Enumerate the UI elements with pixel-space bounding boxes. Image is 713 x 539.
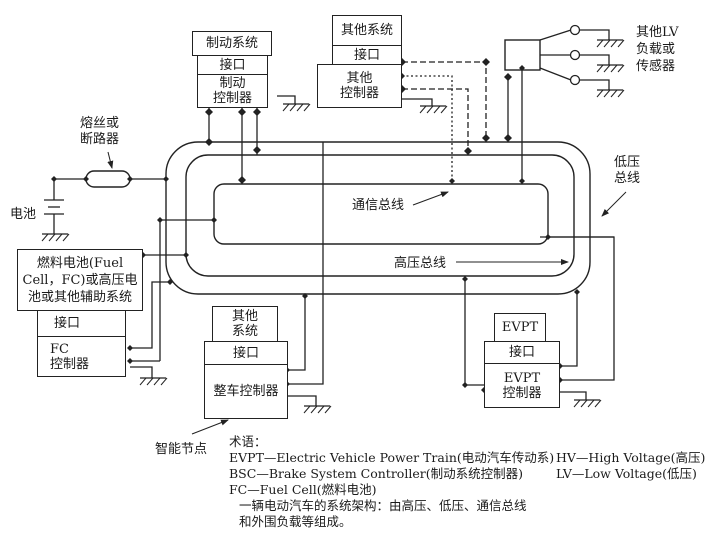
other-system-label: 其他系统 xyxy=(340,23,393,38)
glossary-item-lv: LV—Low Voltage(低压) xyxy=(556,466,697,481)
brake-interface-label: 接口 xyxy=(219,57,246,73)
fuel-cell-label-1: 燃料电池(Fuel xyxy=(36,255,124,271)
glossary-title: 术语： xyxy=(229,434,267,449)
fc-interface-label: 接口 xyxy=(54,316,81,331)
lv-loads-label-1: 其他LV xyxy=(636,25,679,40)
glossary: 术语： EVPT—Electric Vehicle Power Train(电动… xyxy=(229,434,554,530)
battery-label: 电池 xyxy=(10,207,37,222)
fc-interface-box: 接口 xyxy=(37,310,126,337)
brake-system-label: 制动系统 xyxy=(205,36,258,51)
vehicle-interface-box: 接口 xyxy=(204,341,288,365)
fuse-symbol xyxy=(85,170,131,188)
fuel-cell-label-2: Cell，FC)或高压电 xyxy=(22,272,138,288)
fuse-label-1: 熔丝或 xyxy=(80,116,120,131)
lv-loads-label: 其他LV 负载或 传感器 xyxy=(636,24,678,75)
evpt-interface-label: 接口 xyxy=(508,345,535,360)
high-voltage-bus-label: 高压总线 xyxy=(394,256,447,271)
vehicle-other-system-box: 其他 系统 xyxy=(212,306,278,342)
other-controller-label-2: 控制器 xyxy=(339,86,379,101)
brake-controller-label-1: 制动 xyxy=(219,76,246,91)
low-voltage-bus xyxy=(165,141,591,295)
fuse-label-2: 断路器 xyxy=(80,132,120,147)
other-controller-box: 其他控制器 xyxy=(317,64,402,108)
vehicle-interface-label: 接口 xyxy=(232,345,259,361)
caption-line-1: 一辆电动汽车的系统架构：由高压、低压、通信总线 xyxy=(239,498,527,513)
glossary-item-hv: HV—High Voltage(高压) xyxy=(556,450,706,465)
glossary-item: BSC—Brake System Controller(制动系统控制器) xyxy=(229,466,523,481)
low-voltage-bus-label: 低压 总线 xyxy=(614,155,641,186)
glossary-right: HV—High Voltage(高压) LV—Low Voltage(低压) xyxy=(556,450,705,482)
other-controller-label-1: 其他 xyxy=(346,71,373,86)
high-voltage-bus xyxy=(185,154,575,277)
evpt-controller-box: EVPT 控制器 xyxy=(484,363,560,408)
brake-system-box: 制动系统 xyxy=(192,31,272,56)
glossary-item: FC—Fuel Cell(燃料电池) xyxy=(229,482,377,497)
caption-line-2: 和外围负载等组成。 xyxy=(239,514,352,529)
vehicle-other-label-2: 系统 xyxy=(231,324,258,339)
other-interface-label: 接口 xyxy=(353,47,380,63)
fc-controller-label-1: FC xyxy=(50,341,69,357)
fc-controller-label-2: 控制器 xyxy=(50,356,90,372)
lv-loads-switch-box xyxy=(504,39,541,71)
lv-loads-label-3: 传感器 xyxy=(636,59,676,74)
fuel-cell-label-3: 池或其他辅助系统 xyxy=(27,289,132,305)
fc-controller-box: FC 控制器 xyxy=(37,336,126,377)
other-interface-box: 接口 xyxy=(332,45,402,65)
evpt-controller-label-2: 控制器 xyxy=(502,385,542,401)
fuse-label: 熔丝或 断路器 xyxy=(80,116,119,148)
evpt-controller-label-1: EVPT xyxy=(503,370,541,386)
glossary-item: EVPT—Electric Vehicle Power Train(电动汽车传动… xyxy=(229,450,555,465)
evpt-system-label: EVPT xyxy=(501,320,539,335)
vehicle-controller-label: 整车控制器 xyxy=(213,384,279,399)
brake-controller-label-2: 控制器 xyxy=(212,91,252,106)
evpt-system-box: EVPT xyxy=(494,313,546,342)
communication-bus xyxy=(213,183,549,245)
brake-controller-box: 制动控制器 xyxy=(197,74,268,108)
fuel-cell-system-box: 燃料电池(Fuel Cell，FC)或高压电 池或其他辅助系统 xyxy=(17,249,143,311)
communication-bus-label: 通信总线 xyxy=(352,198,405,213)
evpt-interface-box: 接口 xyxy=(484,341,560,364)
brake-interface-box: 接口 xyxy=(197,55,268,75)
lv-loads-label-2: 负载或 xyxy=(636,42,676,57)
vehicle-controller-box: 整车控制器 xyxy=(204,364,288,419)
smart-node-label: 智能节点 xyxy=(155,442,208,457)
vehicle-other-label-1: 其他 xyxy=(231,309,258,324)
other-system-box: 其他系统 xyxy=(332,15,402,46)
